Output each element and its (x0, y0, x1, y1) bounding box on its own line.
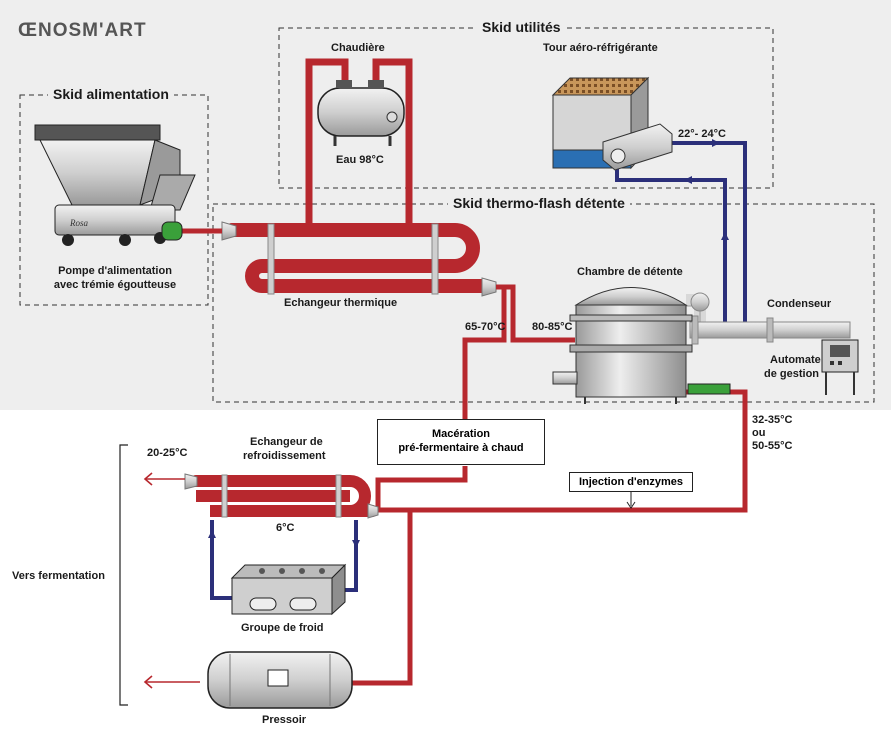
pompe-label-line1: Pompe d'alimentation (58, 265, 172, 277)
temp-20-25-label: 20-25°C (147, 447, 188, 459)
skid-thermo-flash-border (212, 203, 875, 403)
automate-label-line1: Automate (770, 354, 821, 366)
temp-65-70-label: 65-70°C (465, 321, 506, 333)
output-arrows (143, 472, 200, 689)
temp-32-35-label: 32-35°C (752, 414, 793, 426)
brand-logo: ŒNOSM'ART (18, 20, 147, 41)
cooling-exchanger-inlet-cap (367, 503, 379, 519)
heat-exchanger-coil (225, 223, 489, 293)
exchanger-outlet-cap (481, 277, 497, 297)
pump-brand-text: Rosa (69, 218, 89, 228)
control-panel-icon (821, 339, 859, 395)
vers-fermentation-label: Vers fermentation (12, 570, 105, 582)
groupe-froid-label: Groupe de froid (241, 622, 324, 634)
injection-arrow (626, 491, 636, 509)
product-pipe (180, 228, 748, 686)
pressoir-label: Pressoir (262, 714, 307, 726)
tour-label: Tour aéro-réfrigérante (543, 42, 658, 54)
hopper-pump-icon (34, 124, 196, 246)
temp-50-55-label: 50-55°C (752, 440, 793, 452)
cooling-exchanger-outlet-cap (184, 473, 198, 490)
exchanger-inlet-cap (221, 221, 237, 241)
condenseur-label: Condenseur (767, 298, 832, 310)
skid-alimentation-title: Skid alimentation (48, 86, 174, 102)
echangeur-refroid-label-line2: refroidissement (243, 450, 326, 462)
automate-label-line2: de gestion (764, 368, 820, 380)
flash-chamber-icon (552, 287, 731, 404)
boiler-loop-pipe (305, 58, 413, 228)
cooling-tower-icon (551, 76, 673, 171)
skid-utilites-title: Skid utilités (477, 19, 566, 35)
maceration-label-line1: Macération (431, 428, 491, 440)
cooling-arrow-up (721, 232, 729, 240)
ou-label: ou (752, 427, 766, 439)
boiler-tank-icon (317, 80, 405, 146)
heat-exchanger-supports (267, 223, 439, 295)
cooling-arrow-left (684, 176, 692, 184)
chambre-detente-label: Chambre de détente (577, 266, 683, 278)
condenser-bend (690, 292, 710, 312)
fermentation-bracket (119, 444, 128, 706)
chaudiere-label: Chaudière (331, 42, 385, 54)
eau-temperature-label: Eau 98°C (336, 154, 384, 166)
injection-enzymes-box: Injection d'enzymes (569, 472, 693, 492)
skid-thermo-flash-title: Skid thermo-flash détente (448, 195, 630, 211)
echangeur-thermique-label: Echangeur thermique (284, 297, 398, 309)
pompe-label-line2: avec trémie égoutteuse (53, 279, 177, 291)
chiller-unit-icon (230, 563, 347, 616)
cooling-exchanger-coil (190, 475, 378, 517)
maceration-label-line2: pré-fermentaire à chaud (398, 442, 524, 454)
temp-6-label: 6°C (276, 522, 295, 534)
tour-temperature-label: 22°- 24°C (678, 128, 726, 140)
maceration-box: Macération pré-fermentaire à chaud (377, 419, 545, 465)
echangeur-refroid-label-line1: Echangeur de (250, 436, 323, 448)
cooling-arrow-right (712, 139, 720, 147)
wine-press-icon (207, 651, 353, 709)
cooling-loop-pipe (615, 141, 747, 330)
temp-80-85-label: 80-85°C (532, 321, 573, 333)
